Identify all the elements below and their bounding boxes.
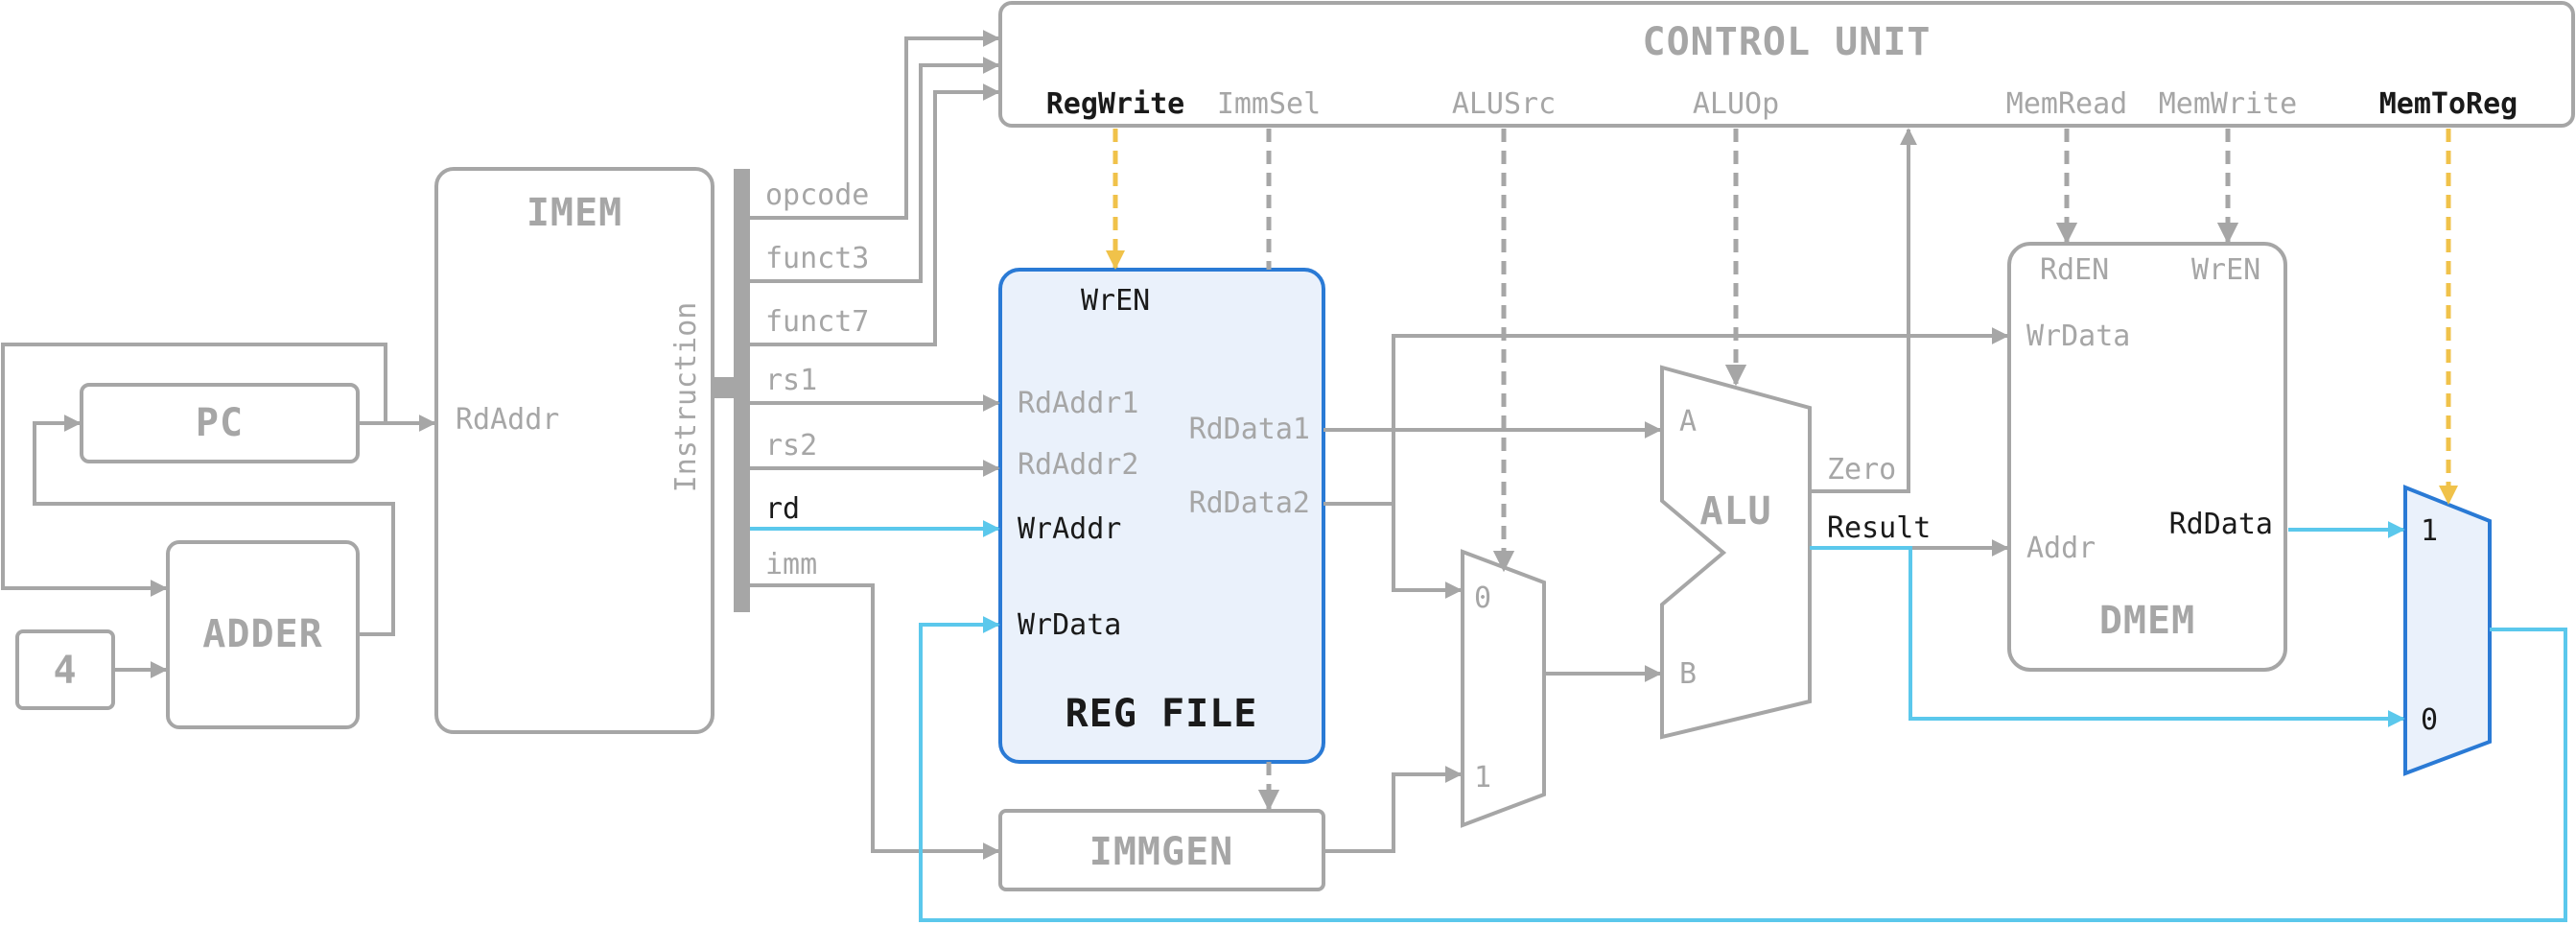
wire-pc-to-adder — [1, 343, 387, 597]
alu-port-b: B — [1679, 657, 1697, 691]
field-funct7: funct7 — [765, 305, 869, 339]
control-unit-block: CONTROL UNIT — [998, 1, 2575, 128]
wire-rddata2-to-dmem — [1392, 327, 2009, 504]
regfile-rdaddr1-port: RdAddr1 — [1018, 387, 1138, 420]
instruction-bus — [734, 169, 750, 612]
writeback-mux: 1 0 — [2403, 485, 2492, 776]
pc-title: PC — [196, 401, 244, 445]
field-rs1: rs1 — [765, 364, 817, 397]
const-four-value: 4 — [53, 649, 77, 693]
alu-block: ALU A B Zero Result — [1660, 365, 1931, 740]
dmem-wren-port: WrEN — [2191, 253, 2260, 287]
signal-aluop: ALUOp — [1693, 87, 1779, 121]
adder-block: ADDER — [166, 540, 360, 729]
dmem-addr-port: Addr — [2026, 532, 2096, 565]
wire-immgen-to-mux — [1323, 766, 1463, 853]
signal-memtoreg: MemToReg — [2379, 87, 2518, 121]
signal-alusrc: ALUSrc — [1452, 87, 1556, 121]
dmem-rddata-port: RdData — [2169, 508, 2273, 541]
regfile-rddata1-port: RdData1 — [1189, 413, 1310, 446]
signal-memwrite: MemWrite — [2159, 87, 2298, 121]
alu-result-label: Result — [1827, 511, 1931, 545]
wire-adder-to-pc — [33, 415, 395, 636]
wire-opcode-to-control — [750, 30, 1000, 220]
dmem-wrdata-port: WrData — [2026, 320, 2130, 353]
field-imm: imm — [765, 548, 817, 581]
field-rd: rd — [765, 492, 800, 526]
regfile-wrdata-port: WrData — [1018, 608, 1121, 642]
reg-file-title: REG FILE — [1066, 692, 1258, 736]
regfile-wren-port: WrEN — [1081, 284, 1150, 318]
instruction-bus-tap — [713, 377, 734, 398]
alu-src-mux-in0: 0 — [1474, 581, 1491, 615]
alu-port-a: A — [1679, 405, 1697, 439]
imem-block: IMEM RdAddr Instruction — [434, 167, 714, 734]
imem-instruction-label: Instruction — [669, 302, 703, 493]
alu-src-mux-in1: 1 — [1474, 761, 1491, 795]
field-opcode: opcode — [765, 178, 869, 212]
control-unit-title: CONTROL UNIT — [1643, 20, 1932, 64]
alu-title: ALU — [1699, 489, 1771, 534]
wire-zero-to-control — [1810, 128, 1917, 493]
signal-immsel: ImmSel — [1217, 87, 1321, 121]
pc-block: PC — [80, 383, 360, 463]
dmem-block: DMEM RdEN WrEN WrData Addr RdData — [2007, 242, 2287, 672]
immgen-block: IMMGEN — [998, 809, 1325, 891]
const-four-block: 4 — [15, 629, 115, 710]
wire-funct3-to-control — [750, 57, 1000, 283]
wire-funct7-to-control — [750, 83, 1000, 346]
imem-rdaddr-port: RdAddr — [456, 403, 559, 437]
regfile-rddata2-port: RdData2 — [1189, 486, 1310, 520]
signal-regwrite: RegWrite — [1046, 87, 1185, 121]
field-funct3: funct3 — [765, 242, 869, 275]
writeback-mux-in0: 0 — [2421, 703, 2438, 737]
alu-src-mux: 0 1 — [1461, 549, 1546, 828]
field-rs2: rs2 — [765, 429, 817, 462]
dmem-rden-port: RdEN — [2040, 253, 2109, 287]
wire-rddata2-to-mux — [1323, 502, 1463, 599]
imem-title: IMEM — [527, 191, 622, 235]
regfile-wraddr-port: WrAddr — [1018, 512, 1121, 546]
wire-wbmux-to-wrdata — [919, 616, 2567, 922]
writeback-mux-in1: 1 — [2421, 514, 2438, 548]
reg-file-block: REG FILE WrEN RdAddr1 RdAddr2 WrAddr WrD… — [998, 268, 1325, 764]
alu-zero-label: Zero — [1827, 453, 1896, 486]
regfile-rdaddr2-port: RdAddr2 — [1018, 448, 1138, 482]
immgen-title: IMMGEN — [1089, 830, 1234, 874]
wire-imm-to-immgen — [750, 583, 1000, 860]
dmem-title: DMEM — [2099, 599, 2195, 643]
adder-title: ADDER — [202, 612, 322, 656]
signal-memread: MemRead — [2006, 87, 2127, 121]
wire-result-to-wbmux — [1810, 546, 2405, 727]
